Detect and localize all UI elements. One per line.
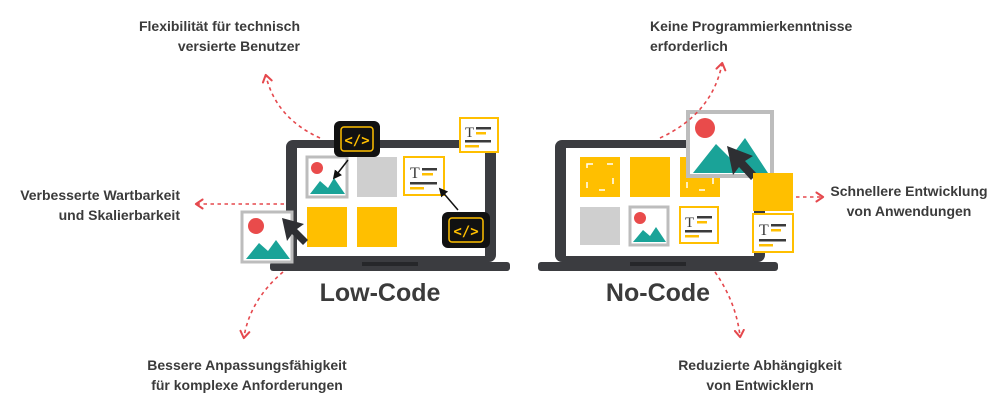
- benefit-line: Verbesserte Wartbarkeit: [20, 187, 180, 203]
- low-code-title: Low-Code: [319, 279, 441, 307]
- arrow-to-bottom-benefit: [714, 271, 745, 339]
- benefit-line: Schnellere Entwicklung: [830, 183, 988, 199]
- benefit-line: Reduzierte Abhängigkeit: [678, 357, 842, 373]
- code-tag-top-pointer: [332, 159, 349, 180]
- arrow-to-top-benefit: [659, 61, 727, 139]
- cursor-icon: [727, 146, 757, 180]
- no-code-floating-yellow-tile: [753, 173, 793, 211]
- arrow-to-bottom-benefit: [239, 271, 284, 340]
- no-code-benefit-faster-development: Schnellere Entwicklung von Anwendungen: [822, 181, 996, 221]
- cursor-icon: [282, 218, 308, 245]
- benefit-line: Bessere Anpassungsfähigkeit: [147, 357, 347, 373]
- benefit-line: Keine Programmierkenntnisse: [650, 18, 853, 34]
- code-tag-bottom: </>: [442, 212, 490, 248]
- no-code-yellow-tile-1: [630, 157, 670, 197]
- benefit-line: und Skalierbarkeit: [58, 207, 180, 223]
- no-code-benefit-less-dependency: Reduzierte Abhängigkeit von Entwicklern: [670, 355, 850, 395]
- code-tag-label: </>: [453, 224, 478, 240]
- low-code-yellow-tile-1: [307, 207, 347, 247]
- benefit-line: Flexibilität für technisch: [138, 18, 300, 34]
- no-code-text-tile: T: [679, 206, 719, 244]
- low-code-text-tile: T: [403, 156, 445, 196]
- no-code-placeholder-tile-1: [580, 157, 620, 197]
- low-code-benefit-maintainability: Verbesserte Wartbarkeit und Skalierbarke…: [0, 185, 180, 225]
- code-tag-top: </>: [334, 121, 380, 157]
- low-code-yellow-tile-2: [357, 207, 397, 247]
- low-code-image-tile: [305, 155, 349, 199]
- no-code-image-tile: [628, 205, 670, 247]
- no-code-floating-text-tile: T: [752, 213, 794, 253]
- low-code-floating-text-tile: T: [459, 117, 499, 153]
- benefit-line: von Anwendungen: [846, 203, 972, 219]
- text-glyph: T: [759, 222, 769, 239]
- low-code-benefit-flexibility: Flexibilität für technisch versierte Ben…: [100, 16, 300, 56]
- low-code-benefit-adaptability: Bessere Anpassungsfähigkeit für komplexe…: [137, 355, 357, 395]
- code-tag-bottom-pointer: [438, 187, 459, 211]
- no-code-gray-tile: [580, 207, 620, 245]
- no-code-dragged-image: [686, 110, 774, 178]
- arrow-to-top-benefit: [261, 73, 321, 139]
- text-glyph: T: [685, 215, 694, 231]
- benefit-line: versierte Benutzer: [177, 38, 300, 54]
- benefit-line: erforderlich: [650, 38, 728, 54]
- low-code-gray-tile: [357, 157, 397, 197]
- no-code-title: No-Code: [605, 279, 711, 307]
- benefit-line: von Entwicklern: [706, 377, 814, 393]
- text-glyph: T: [465, 125, 474, 141]
- text-glyph: T: [410, 165, 420, 182]
- no-code-benefit-no-programming: Keine Programmierkenntnisse erforderlich: [650, 16, 870, 56]
- benefit-line: für komplexe Anforderungen: [151, 377, 343, 393]
- code-tag-label: </>: [344, 133, 369, 149]
